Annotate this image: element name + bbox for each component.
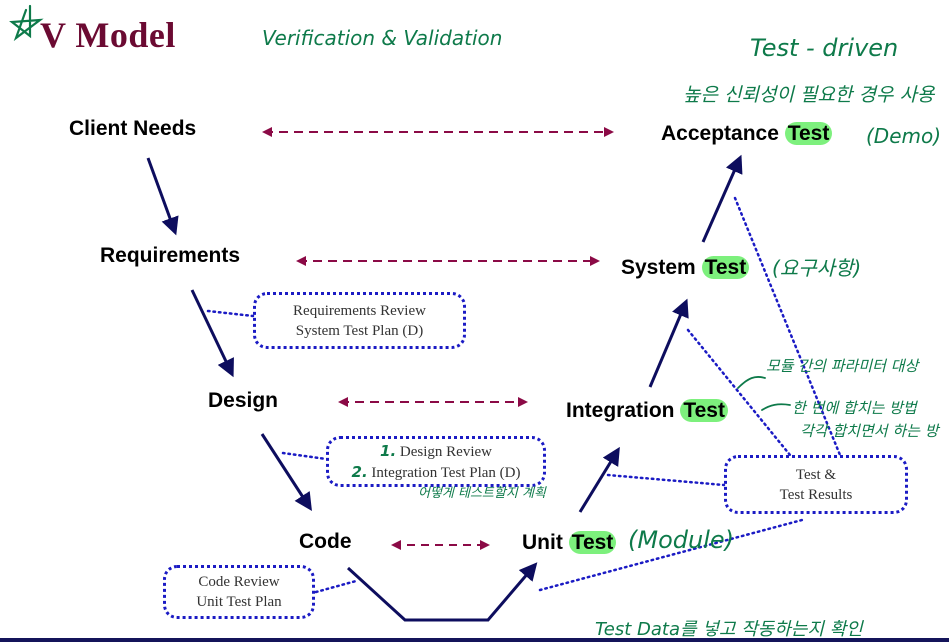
callout-line: Test Results [779,486,853,503]
stage-client-needs: Client Needs [69,117,197,140]
callout-line: Code Review [198,574,280,590]
pen-star-icon [9,4,44,42]
handwritten-test-driven: Test - driven [750,34,899,62]
stage-code: Code [299,530,352,553]
dotted-connector-requirements [206,309,255,318]
arrow-client-to-requirements [146,157,179,236]
stage-label: Integration [566,399,675,422]
handwritten-design-plan-note: 어떻게 테스트할지 계획 [418,486,546,501]
arrow-integration-to-system [648,298,689,388]
highlighted-test-label: Test [568,531,617,554]
stage-design: Design [208,389,279,412]
handwritten-system-note: (요구사항) [772,256,862,280]
dotted-connector-unit-results [538,518,804,592]
callout-test-results: Test & Test Results [724,455,908,514]
arrow-system-to-acceptance [701,154,743,243]
stage-acceptance-test: Acceptance Test [661,122,833,146]
callout-line-text: Integration Test Plan (D) [371,464,521,481]
highlighted-test-label: Test [701,256,750,279]
dotted-connector-code [314,579,358,594]
handwritten-integration-note-2: 한 번에 합치는 방법 [792,399,917,417]
highlighted-test-label: Test [680,399,728,422]
arrow-design-to-code [260,433,312,512]
callout-code-review: Code Review Unit Test Plan [163,565,315,619]
stage-system-test: System Test [621,256,750,280]
handwritten-bottom-note: Test Data를 넣고 작동하는지 확인 [595,619,863,640]
callout-line: Requirements Review [293,302,426,319]
handwritten-pointer-1 [737,375,766,389]
stage-integration-test: Integration Test [566,399,728,423]
handwritten-acceptance-note: (Demo) [866,124,942,148]
callout-line-1: 1. Design Review [329,441,543,462]
callout-line: Test & [795,466,837,483]
callout-line: System Test Plan (D) [295,322,424,339]
stage-label: System [621,256,696,279]
callout-line-2: 2. Integration Test Plan (D) [329,462,543,483]
handwritten-number-2: 2. [351,462,368,481]
arrow-code-to-unit [346,562,538,622]
stage-label: Acceptance [661,122,779,145]
stage-unit-test: Unit Test [522,531,617,555]
callout-line-text: Design Review [399,443,492,460]
dotted-connector-integration-results [606,473,726,487]
callout-requirements-review: Requirements Review System Test Plan (D) [253,292,466,349]
handwritten-integration-note-1: 모듈 간의 파라미터 대상 [766,357,919,375]
arrow-unit-to-integration [578,446,620,513]
dotted-connector-system-results [686,328,792,457]
callout-line: Unit Test Plan [196,594,282,610]
handwritten-unit-note: (Module) [628,526,734,554]
callout-design-review: 1. Design Review 2. Integration Test Pla… [326,436,546,487]
page-title: V Model [40,15,176,55]
handwritten-subtitle: Verification & Validation [262,26,503,50]
dotted-connector-acceptance-results [733,196,842,457]
stage-label: Unit [522,531,563,554]
arrow-requirements-to-design [190,289,234,378]
handwritten-integration-note-3: 각각 합치면서 하는 방 [800,422,939,440]
bottom-divider [0,638,949,642]
stage-requirements: Requirements [100,244,241,267]
handwritten-pointer-2 [761,403,791,411]
highlighted-test-label: Test [784,122,833,145]
dotted-connector-design [281,451,328,461]
handwritten-high-reliability: 높은 신뢰성이 필요한 경우 사용 [683,84,935,106]
handwritten-number-1: 1. [380,441,397,460]
